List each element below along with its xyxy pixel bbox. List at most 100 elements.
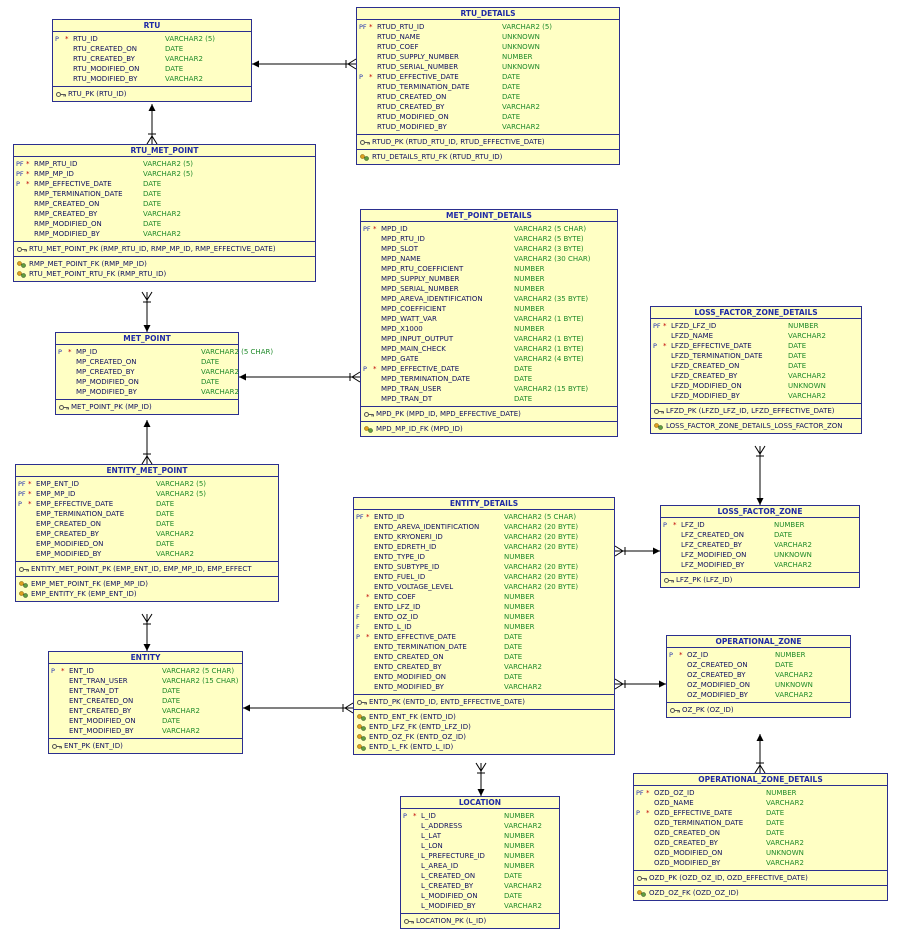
primary-key-row[interactable]: MPD_PK (MPD_ID, MPD_EFFECTIVE_DATE) [361,409,617,419]
primary-key-row[interactable]: RTUD_PK (RTUD_RTU_ID, RTUD_EFFECTIVE_DAT… [357,137,619,147]
primary-key-row[interactable]: LFZ_PK (LFZ_ID) [661,575,859,585]
primary-key-row[interactable]: ENT_PK (ENT_ID) [49,741,242,751]
foreign-key-row[interactable]: RTU_DETAILS_RTU_FK (RTUD_RTU_ID) [357,152,619,162]
primary-key-row[interactable]: LOCATION_PK (L_ID) [401,916,559,926]
foreign-key-row[interactable]: EMP_MET_POINT_FK (EMP_MP_ID) [16,579,278,589]
foreign-key-row[interactable]: LOSS_FACTOR_ZONE_DETAILS_LOSS_FACTOR_ZON [651,421,861,431]
primary-key-row[interactable]: RTU_MET_POINT_PK (RMP_RTU_ID, RMP_MP_ID,… [14,244,315,254]
foreign-key-row[interactable]: ENTD_OZ_FK (ENTD_OZ_ID) [354,732,614,742]
foreign-key-row[interactable]: RTU_MET_POINT_RTU_FK (RMP_RTU_ID) [14,269,315,279]
foreign-key-row[interactable]: ENTD_ENT_FK (ENTD_ID) [354,712,614,722]
foreign-key-row[interactable]: OZD_OZ_FK (OZD_OZ_ID) [634,888,887,898]
primary-key-row[interactable]: MET_POINT_PK (MP_ID) [56,402,238,412]
primary-key-row[interactable]: ENTITY_MET_POINT_PK (EMP_ENT_ID, EMP_MP_… [16,564,278,574]
